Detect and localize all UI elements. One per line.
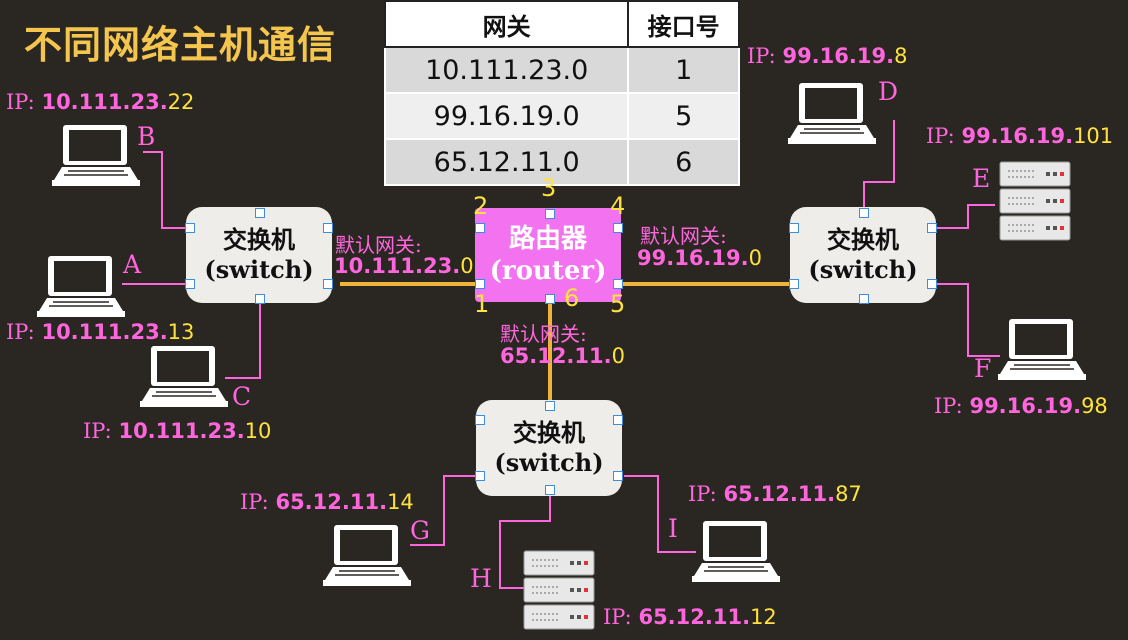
host-letter-A: A <box>123 250 142 279</box>
page-title: 不同网络主机通信 <box>24 22 337 67</box>
connector-handle[interactable] <box>859 294 869 304</box>
connector-handle[interactable] <box>475 415 485 425</box>
connector-handle[interactable] <box>613 223 623 233</box>
ip-label-I: IP: 65.12.11.87 <box>688 482 862 506</box>
ip-label-A: IP: 10.111.23.13 <box>6 320 195 344</box>
table-row: 10.111.23.0 1 <box>383 46 740 94</box>
ip-label-D: IP: 99.16.19.8 <box>747 44 908 68</box>
link-F <box>936 283 1000 357</box>
laptop-icon-G[interactable] <box>323 522 411 588</box>
gateway-label-left: 默认网关: <box>335 233 422 257</box>
switch-label: 交换机 <box>223 225 295 254</box>
connector-handle[interactable] <box>927 223 937 233</box>
gateway-value-bottom: 65.12.11.0 <box>500 344 625 368</box>
switch-bottom[interactable]: 交换机 (switch) <box>476 400 622 496</box>
link-E <box>936 204 995 229</box>
connector-handle[interactable] <box>545 294 555 304</box>
gateway-label-bottom: 默认网关: <box>500 322 587 346</box>
switch-label: 交换机 <box>513 418 585 447</box>
host-letter-E: E <box>972 164 991 193</box>
table-row: 99.16.19.0 5 <box>383 92 740 140</box>
ip-label-C: IP: 10.111.23.10 <box>83 419 272 443</box>
router-label: 路由器 <box>508 223 587 254</box>
ip-label-B: IP: 10.111.23.22 <box>6 90 195 114</box>
laptop-icon-A[interactable] <box>37 253 125 319</box>
routing-table: 网关 接口号 10.111.23.0 1 99.16.19.0 5 65.12.… <box>383 0 740 186</box>
ip-label-G: IP: 65.12.11.14 <box>240 490 414 514</box>
connector-handle[interactable] <box>613 415 623 425</box>
table-cell-port: 6 <box>627 138 740 186</box>
server-icon-E[interactable] <box>998 160 1072 242</box>
host-letter-B: B <box>137 122 156 151</box>
port-label-2: 2 <box>473 192 489 220</box>
host-letter-C: C <box>232 382 252 411</box>
router-sublabel: (router) <box>489 256 607 286</box>
laptop-icon-F[interactable] <box>998 316 1086 382</box>
laptop-icon-D[interactable] <box>788 80 876 146</box>
connector-handle[interactable] <box>475 279 485 289</box>
gateway-label-right: 默认网关: <box>640 224 727 248</box>
server-icon-H[interactable] <box>522 549 596 631</box>
laptop-icon-I[interactable] <box>692 518 780 584</box>
ip-label-E: IP: 99.16.19.101 <box>926 124 1114 148</box>
port-label-6: 6 <box>564 284 580 312</box>
connector-handle[interactable] <box>185 223 195 233</box>
host-letter-H: H <box>470 564 492 593</box>
ip-label-F: IP: 99.16.19.98 <box>934 394 1108 418</box>
host-letter-D: D <box>878 77 899 106</box>
connector-handle[interactable] <box>255 294 265 304</box>
connector-handle[interactable] <box>545 209 555 219</box>
connector-handle[interactable] <box>323 279 333 289</box>
connector-handle[interactable] <box>323 223 333 233</box>
host-letter-F: F <box>974 354 992 383</box>
port-label-3: 3 <box>541 174 557 202</box>
host-letter-G: G <box>410 516 430 545</box>
link-G <box>410 475 476 546</box>
router[interactable]: 路由器 (router) <box>475 208 621 302</box>
connector-handle[interactable] <box>613 471 623 481</box>
connector-handle[interactable] <box>545 401 555 411</box>
ip-label-H: IP: 65.12.11.12 <box>603 605 777 629</box>
switch-sublabel: (switch) <box>808 255 918 284</box>
port-label-1: 1 <box>474 290 490 318</box>
link-I <box>624 475 696 553</box>
switch-left[interactable]: 交换机 (switch) <box>186 207 332 303</box>
link-H <box>499 490 551 589</box>
connector-handle[interactable] <box>185 279 195 289</box>
connector-handle[interactable] <box>475 471 485 481</box>
switch-sublabel: (switch) <box>204 255 314 284</box>
port-label-4: 4 <box>610 192 626 220</box>
gateway-value-right: 99.16.19.0 <box>637 246 762 270</box>
column-header-port: 接口号 <box>627 0 740 48</box>
link-C <box>225 300 261 379</box>
column-header-gateway: 网关 <box>383 0 630 48</box>
connector-handle[interactable] <box>475 223 485 233</box>
connector-handle[interactable] <box>927 279 937 289</box>
table-cell-port: 1 <box>627 46 740 94</box>
switch-right[interactable]: 交换机 (switch) <box>790 207 936 303</box>
table-row: 65.12.11.0 6 <box>383 138 740 186</box>
table-cell-port: 5 <box>627 92 740 140</box>
port-label-5: 5 <box>610 290 626 318</box>
connector-handle[interactable] <box>613 279 623 289</box>
connector-handle[interactable] <box>545 485 555 495</box>
link-B <box>143 151 190 229</box>
table-cell-gateway: 10.111.23.0 <box>383 46 630 94</box>
laptop-icon-B[interactable] <box>52 122 140 188</box>
connector-handle[interactable] <box>255 208 265 218</box>
gateway-value-left: 10.111.23.0 <box>334 254 474 278</box>
switch-label: 交换机 <box>827 225 899 254</box>
switch-sublabel: (switch) <box>494 448 604 477</box>
link-D <box>863 120 895 212</box>
connector-handle[interactable] <box>789 279 799 289</box>
laptop-icon-C[interactable] <box>140 343 228 409</box>
host-letter-I: I <box>668 514 678 543</box>
connector-handle[interactable] <box>789 223 799 233</box>
connector-handle[interactable] <box>859 208 869 218</box>
table-cell-gateway: 99.16.19.0 <box>383 92 630 140</box>
table-cell-gateway: 65.12.11.0 <box>383 138 630 186</box>
